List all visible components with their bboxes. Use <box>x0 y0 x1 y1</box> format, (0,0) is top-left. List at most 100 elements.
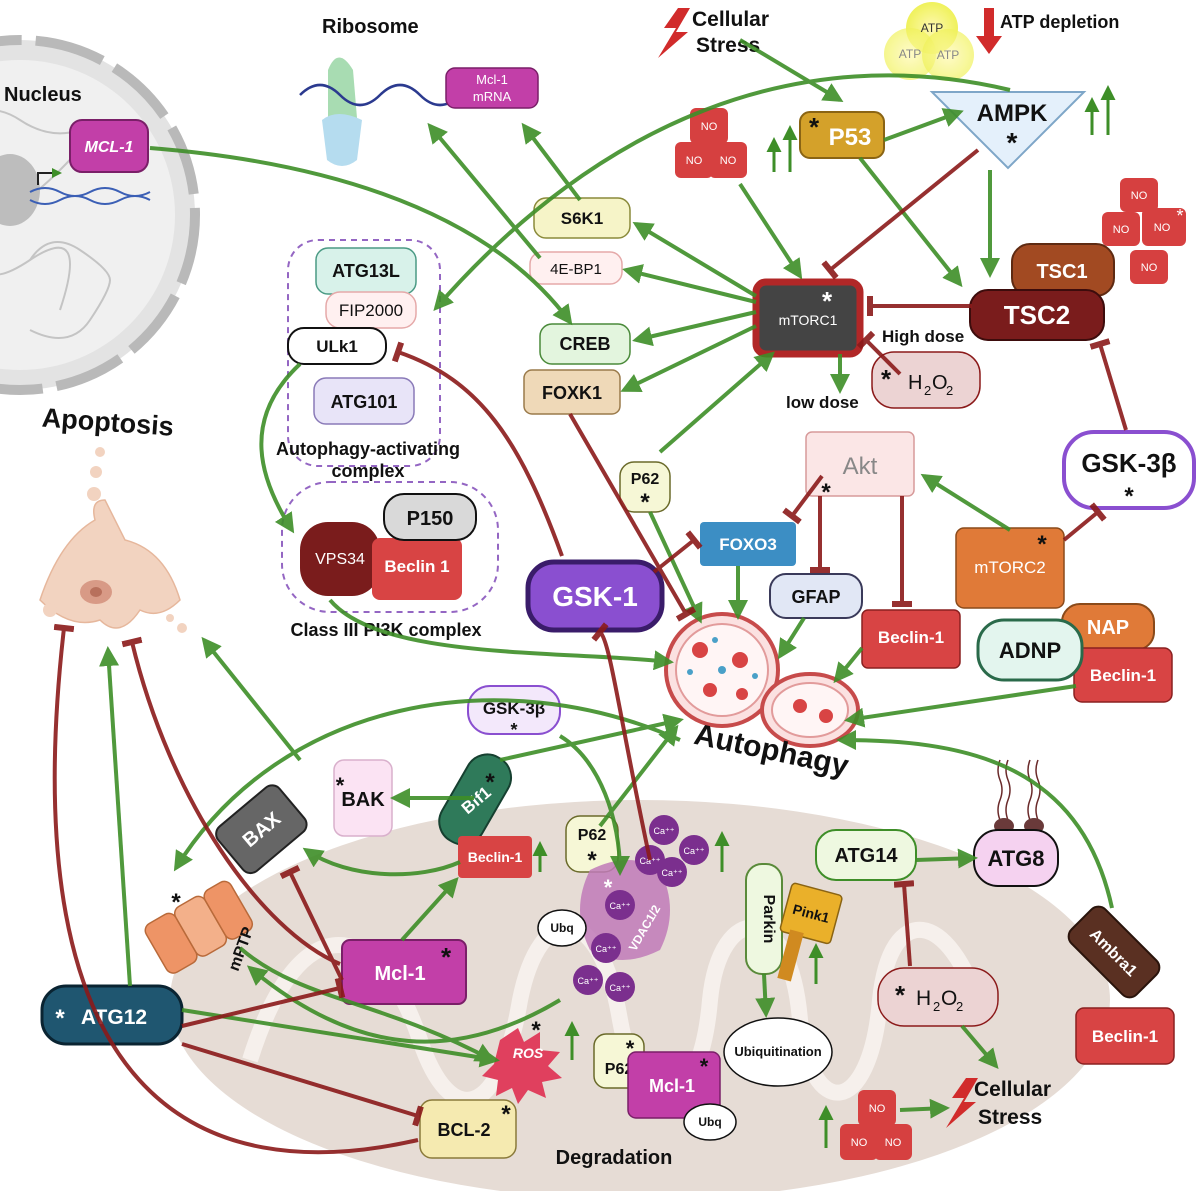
ubiquitination-label: Ubiquitination <box>734 1044 821 1059</box>
pink1-box <box>779 882 843 945</box>
mtorc1-box <box>752 278 864 358</box>
pi3k-complex-outline <box>281 481 499 613</box>
inhibition-arrows <box>52 148 1128 1155</box>
atg12-asterisk: * <box>55 1005 65 1032</box>
ulk1-box <box>287 327 387 365</box>
gsk3b-right-asterisk: * <box>1124 483 1134 510</box>
no-label-8: NO <box>869 1103 886 1115</box>
nucleus-label: Nucleus <box>4 84 82 106</box>
atp-label-1: ATP <box>921 21 943 35</box>
ampk-label: AMPK <box>977 100 1048 127</box>
parkin-label: Parkin <box>760 895 777 944</box>
bcl2-box <box>419 1099 517 1159</box>
gsk1-label: GSK-1 <box>552 581 638 612</box>
bif1-box <box>438 753 512 846</box>
foxk1-label: FOXK1 <box>542 383 602 403</box>
h2o2-bottom-asterisk: * <box>895 980 906 1010</box>
ca-8: Ca⁺⁺ <box>609 983 630 993</box>
high-dose-label: High dose <box>882 327 964 346</box>
p62-bottom-label: P62 <box>605 1061 634 1078</box>
ca-7: Ca⁺⁺ <box>577 976 598 986</box>
cellular-stress-bottom-line1: Cellular <box>974 1078 1051 1101</box>
atp-label-3: ATP <box>937 48 959 62</box>
tsc1-label: TSC1 <box>1036 261 1087 283</box>
no-label-9: NO <box>851 1137 868 1149</box>
mcl1-degradation-box <box>627 1051 721 1119</box>
no-label-3: NO <box>720 155 737 167</box>
no-label-7: NO <box>1141 262 1158 274</box>
no-cluster-top <box>675 108 747 178</box>
ca-3: Ca⁺⁺ <box>683 846 704 856</box>
beclin1-mid-box <box>861 609 961 669</box>
p53-asterisk: * <box>809 112 820 142</box>
ubq-bottom-label: Ubq <box>698 1115 721 1129</box>
atg12-label: ATG12 <box>81 1006 147 1029</box>
mcl1-gene-box <box>69 119 149 173</box>
atg14-box <box>815 829 917 881</box>
h2o2-bottom-h: H <box>916 987 931 1010</box>
ca-6: Ca⁺⁺ <box>595 944 616 954</box>
no-label-2: NO <box>686 155 703 167</box>
akt-asterisk: * <box>821 479 831 506</box>
bak-label: BAK <box>341 789 385 811</box>
ubiquitination-ellipse <box>723 1017 833 1087</box>
bif1-asterisk: * <box>485 769 495 796</box>
p62-upper-box <box>619 461 671 513</box>
ampk-asterisk: * <box>1007 127 1018 158</box>
ubq-vdac-ellipse <box>537 909 587 947</box>
ros-label: ROS <box>513 1045 544 1061</box>
beclin1-pi3k-label: Beclin 1 <box>384 557 449 576</box>
no-label-10: NO <box>885 1137 902 1149</box>
beclin1-ambra-label: Beclin-1 <box>1092 1027 1158 1046</box>
nap-label: NAP <box>1087 617 1129 639</box>
adnp-box <box>976 618 1084 682</box>
no-cluster-right <box>1102 178 1186 284</box>
mcl1-degradation-label: Mcl-1 <box>649 1076 695 1096</box>
ribosome-label: Ribosome <box>322 16 419 38</box>
mptp-group <box>144 880 254 974</box>
cellular-stress-top-line1: Cellular <box>692 8 769 31</box>
ebp1-box <box>529 251 623 285</box>
mcl1-gene-label: MCL-1 <box>85 139 134 156</box>
ebp1-label: 4E-BP1 <box>550 261 602 278</box>
ambra1-box <box>1067 905 1161 999</box>
atp-cluster <box>884 2 974 81</box>
h2o2-top-asterisk: * <box>881 364 892 394</box>
mcl1-main-asterisk: * <box>441 942 452 972</box>
akt-box <box>805 431 915 497</box>
h2o2-top-2: 2 <box>924 383 931 398</box>
p62-bottom-asterisk: * <box>626 1036 635 1061</box>
p53-label: P53 <box>829 124 872 151</box>
p150-label: P150 <box>407 508 454 530</box>
atp-label-2: ATP <box>899 47 921 61</box>
adnp-label: ADNP <box>999 638 1061 663</box>
atg14-label: ATG14 <box>835 845 899 867</box>
ambra1-group: Ambra1 <box>1067 905 1161 999</box>
no-cluster-bottom <box>840 1090 912 1160</box>
creb-box <box>539 323 631 365</box>
lipid-tails-icon <box>997 759 1041 821</box>
lightning-icon <box>658 8 690 58</box>
no-label-1: NO <box>701 121 718 133</box>
gsk3b-right-box <box>1062 430 1196 510</box>
mcl1-degradation-asterisk: * <box>700 1054 709 1079</box>
ampk-triangle <box>929 91 1087 170</box>
h2o2-bottom-o: O <box>941 987 957 1010</box>
bcl2-asterisk: * <box>501 1101 511 1128</box>
p53-box <box>799 111 885 159</box>
h2o2-bottom-box <box>877 967 999 1027</box>
pink1-group: Pink1 <box>777 882 843 982</box>
beclin1-bif1-box <box>458 836 532 878</box>
h2o2-bottom-2: 2 <box>933 999 940 1014</box>
mcl1-mrna-box <box>445 67 539 109</box>
activation-arrows <box>99 38 1114 1119</box>
atg101-box <box>313 377 415 425</box>
mcl1-mrna-line2: mRNA <box>473 89 512 104</box>
ros-burst-icon <box>482 1028 562 1104</box>
beclin1-adnp-box <box>1073 647 1173 703</box>
p62-upper-asterisk: * <box>640 489 650 516</box>
ca-4: Ca⁺⁺ <box>661 868 682 878</box>
autophagy-complex-line1: Autophagy-activating <box>276 439 460 459</box>
